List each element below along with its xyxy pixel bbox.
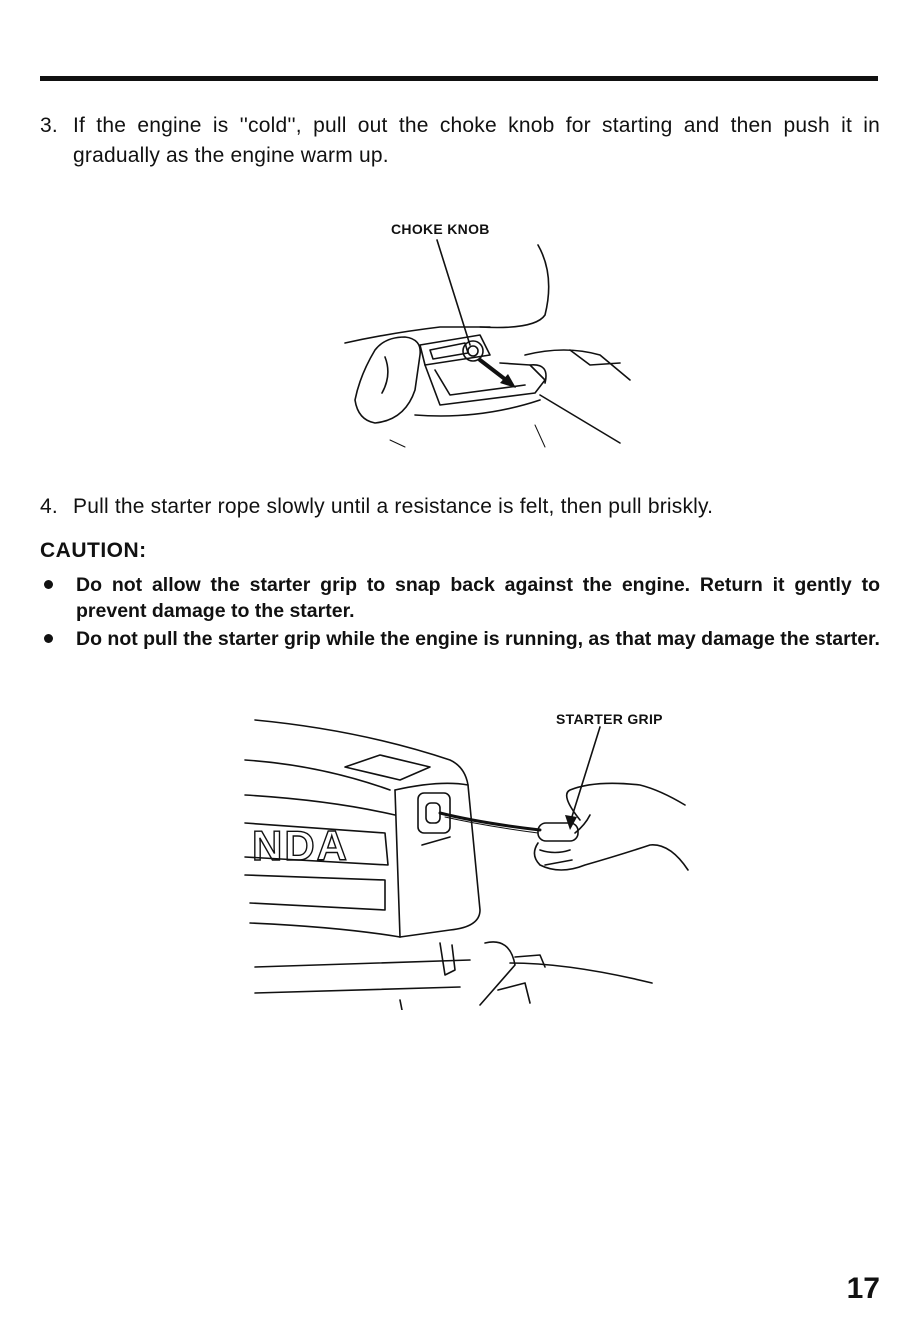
choke-knob-illustration [330, 215, 640, 455]
starter-grip-label: STARTER GRIP [556, 711, 663, 727]
page-number: 17 [846, 1272, 880, 1305]
step-3-number: 3. [40, 114, 58, 137]
step-4: 4. Pull the starter rope slowly until a … [40, 492, 880, 522]
brand-text: NDA [252, 822, 349, 869]
caution-item-2-text: Do not pull the starter grip while the e… [76, 628, 880, 650]
caution-list: Do not allow the starter grip to snap ba… [40, 572, 880, 654]
step-4-number: 4. [40, 495, 58, 518]
bullet-icon [44, 634, 53, 643]
bullet-icon [44, 580, 53, 589]
choke-knob-label: CHOKE KNOB [391, 221, 490, 237]
step-4-text: Pull the starter rope slowly until a res… [73, 495, 714, 518]
starter-grip-illustration: NDA [240, 705, 700, 1010]
caution-title: CAUTION: [40, 539, 147, 562]
caution-item-1: Do not allow the starter grip to snap ba… [40, 572, 880, 624]
caution-item-2: Do not pull the starter grip while the e… [40, 626, 880, 652]
step-3-text: If the engine is ''cold'', pull out the … [73, 114, 880, 167]
caution-item-1-text: Do not allow the starter grip to snap ba… [76, 574, 880, 622]
header-rule [40, 76, 878, 81]
step-3: 3. If the engine is ''cold'', pull out t… [40, 111, 880, 171]
